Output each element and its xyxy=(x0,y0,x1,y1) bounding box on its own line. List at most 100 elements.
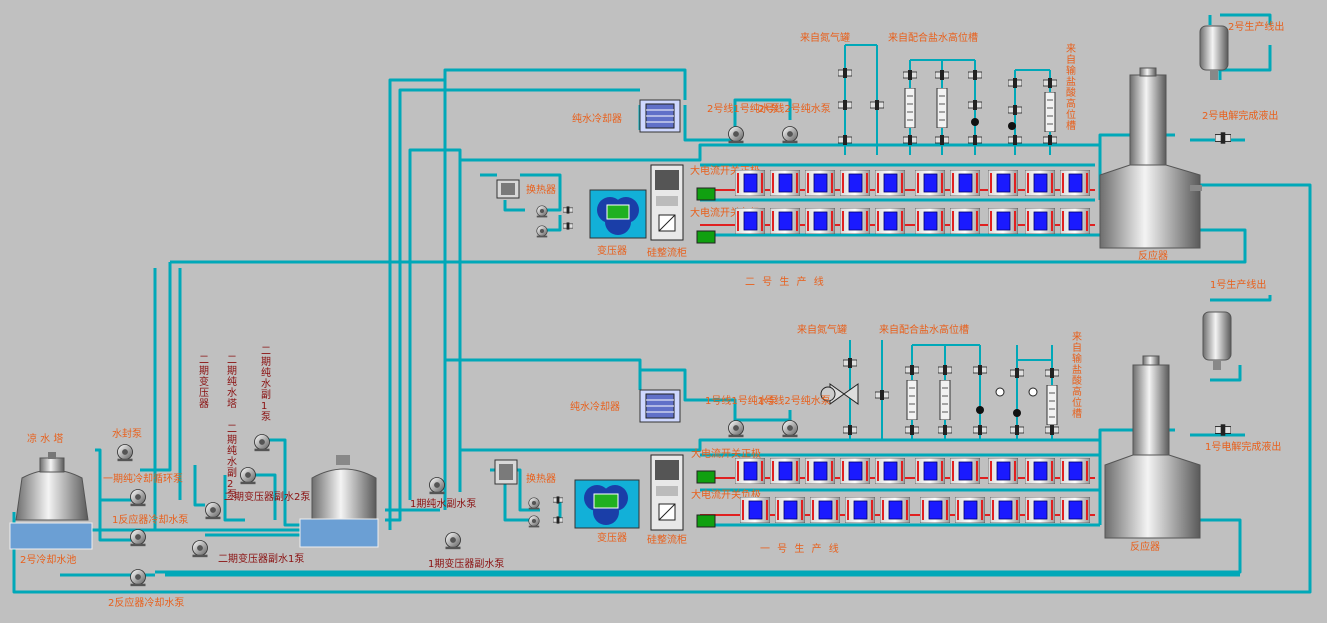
line1-title: 一 号 生 产 线 xyxy=(760,542,841,555)
line1-cooler-label: 纯水冷却器 xyxy=(570,400,620,413)
line1-heat-exchanger xyxy=(494,459,518,485)
cooling-pool-label: 2号冷却水池 xyxy=(20,553,76,566)
line1-nitrogen-label: 来自氮气罐 xyxy=(797,323,847,336)
line2-pump2-label: 2号线2号纯水泵 xyxy=(758,102,831,115)
line1-electrolysis-out-label: 1号电解完成液出 xyxy=(1205,440,1281,453)
line2-section: 来自氮气罐 来自配合盐水高位槽 来自输盐酸高位槽 xyxy=(496,20,1284,288)
line1-section: 来自氮气罐 来自配合盐水高位槽 来自输盐酸高位槽 xyxy=(494,278,1281,555)
cooling-tower xyxy=(15,452,89,521)
line1-cells-row1 xyxy=(735,458,1090,484)
line2-cells-row2 xyxy=(735,208,1090,234)
line1-transformer-label: 变压器 xyxy=(597,531,627,544)
line2-pump2-icon[interactable] xyxy=(782,126,798,144)
line2-hcl-label: 来自输盐酸高位槽 xyxy=(1066,43,1076,132)
cooling-section: 凉 水 塔 2号冷却水池 水封泵 一期纯冷却循环泵 1反应器冷却水泵 2反应器冷… xyxy=(9,346,504,609)
line1-pump1-label: 1号线1号纯水泵 xyxy=(705,394,778,407)
line1-switch-on-label: 大电流开关正极 xyxy=(691,447,761,460)
cooling-pool xyxy=(9,522,93,550)
line2-rectifier-label: 硅整流柜 xyxy=(647,246,687,259)
line1-control-valve-icon[interactable] xyxy=(1013,409,1021,417)
p2-aux-pump-icon[interactable] xyxy=(240,467,256,485)
line2-product-out-label: 2号生产线出 xyxy=(1228,20,1284,33)
cooling-basin xyxy=(299,518,379,548)
p2-trans-aux2-label: 二期变压器副水2泵 xyxy=(224,490,310,503)
line1-product-column xyxy=(1202,311,1232,370)
line1-rectifier-label: 硅整流柜 xyxy=(647,533,687,546)
p1-pure-cool-pump-label: 一期纯冷却循环泵 xyxy=(103,472,183,485)
line1-valves[interactable] xyxy=(843,358,1059,435)
line1-small-pump-icon[interactable] xyxy=(528,515,540,528)
line1-transformer xyxy=(574,479,640,529)
p2-trans-aux1-pump-icon[interactable] xyxy=(192,540,208,558)
p1-pure-aux-pump-icon[interactable] xyxy=(429,477,445,495)
line2-switch-on-indicator[interactable] xyxy=(696,187,716,201)
line2-small-pump-icon[interactable] xyxy=(536,225,548,238)
line1-switch-off-indicator[interactable] xyxy=(696,514,716,528)
cooling-basin-tank xyxy=(311,455,377,521)
line1-small-pump-icon[interactable] xyxy=(528,497,540,510)
line2-control-valve-icon[interactable] xyxy=(971,118,979,126)
seal-pump-label: 水封泵 xyxy=(112,427,142,440)
line2-flowmeters xyxy=(904,88,1056,132)
line2-brine-label: 来自配合盐水高位槽 xyxy=(888,31,978,44)
line2-outlet-valve-icon[interactable] xyxy=(1215,132,1231,144)
line1-pump1-icon[interactable] xyxy=(728,420,744,438)
p1-trans-aux-label: 1期变压器副水泵 xyxy=(428,557,504,570)
line2-reactor xyxy=(1099,67,1202,249)
line1-cells-row2 xyxy=(740,497,1090,523)
cooling-tower-label: 凉 水 塔 xyxy=(27,432,63,445)
line2-small-valve-icon[interactable] xyxy=(563,222,573,230)
line2-nitrogen-label: 来自氮气罐 xyxy=(800,31,850,44)
line1-reactor xyxy=(1104,355,1201,539)
line2-transformer-label: 变压器 xyxy=(597,244,627,257)
line2-title: 二 号 生 产 线 xyxy=(745,275,826,288)
p2-trans-aux1-label: 二期变压器副水1泵 xyxy=(218,552,304,565)
line2-reactor-label: 反应器 xyxy=(1138,249,1168,262)
line1-control-valve-icon[interactable] xyxy=(976,406,984,414)
p1-pure-aux-label: 1期纯水副水泵 xyxy=(410,497,476,510)
line1-heat-exchanger-label: 换热器 xyxy=(526,472,556,485)
line2-electrolysis-out-label: 2号电解完成液出 xyxy=(1202,109,1278,122)
line1-cooler xyxy=(639,389,681,423)
line2-hcl-char: 来 xyxy=(1066,43,1076,55)
r2-cool-pump-icon[interactable] xyxy=(130,569,146,587)
line1-pump2-label: 1号线2号纯水泵 xyxy=(758,394,831,407)
line2-small-valve-icon[interactable] xyxy=(563,206,573,214)
line1-flowmeters xyxy=(906,380,1058,425)
line2-small-pump-icon[interactable] xyxy=(536,205,548,218)
p2-trans-aux2-pump-icon[interactable] xyxy=(205,502,221,520)
line1-gauge-icon xyxy=(1028,387,1038,397)
p1-trans-aux-pump-icon[interactable] xyxy=(445,532,461,550)
p1-pure-cool-pump-icon[interactable] xyxy=(130,489,146,507)
r1-cool-pump-icon[interactable] xyxy=(130,529,146,547)
p2-pure-water-label: 二期纯水塔 xyxy=(227,355,237,410)
line1-rectifier xyxy=(650,454,684,531)
line2-pump1-label: 2号线1号纯水泵 xyxy=(707,102,780,115)
p2-aux1-pump-icon[interactable] xyxy=(254,434,270,452)
line1-hcl-label: 来自输盐酸高位槽 xyxy=(1072,331,1082,420)
line1-brine-label: 来自配合盐水高位槽 xyxy=(879,323,969,336)
seal-pump-icon[interactable] xyxy=(117,444,133,462)
r2-cool-pump-label: 2反应器冷却水泵 xyxy=(108,596,184,609)
line1-pump2-icon[interactable] xyxy=(782,420,798,438)
line2-pump1-icon[interactable] xyxy=(728,126,744,144)
line1-reactor-label: 反应器 xyxy=(1130,540,1160,553)
r1-cool-pump-label: 1反应器冷却水泵 xyxy=(112,513,188,526)
line1-gauge-icon xyxy=(995,387,1005,397)
line2-switch-off-indicator[interactable] xyxy=(696,230,716,244)
line2-control-valve-icon[interactable] xyxy=(1008,122,1016,130)
p2-transformer-label: 二期变压器 xyxy=(199,355,209,410)
line2-rectifier xyxy=(650,164,684,241)
line2-transformer xyxy=(589,189,647,239)
line1-product-out-label: 1号生产线出 xyxy=(1210,278,1266,291)
line2-cells-row1 xyxy=(735,170,1090,196)
line1-actuator-icon xyxy=(820,386,836,402)
line2-product-column xyxy=(1199,25,1229,80)
line2-heat-exchanger xyxy=(496,179,520,199)
line1-switch-on-indicator[interactable] xyxy=(696,470,716,484)
line2-cooler-label: 纯水冷却器 xyxy=(572,112,622,125)
line2-cooler xyxy=(639,99,681,133)
